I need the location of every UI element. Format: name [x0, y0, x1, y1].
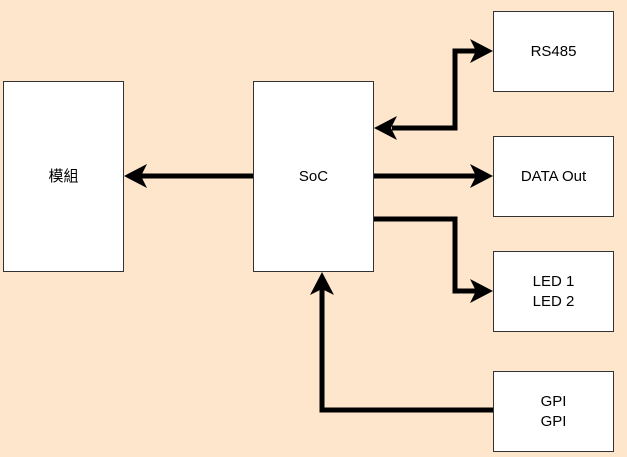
- gpi-label-1: GPI: [540, 392, 567, 410]
- data-out-label: DATA Out: [520, 167, 587, 185]
- gpi-block: GPI GPI: [493, 371, 614, 452]
- rs485-block: RS485: [493, 11, 614, 92]
- gpi-label-2: GPI: [540, 412, 567, 430]
- led-label-2: LED 2: [532, 292, 575, 310]
- soc-label: SoC: [298, 167, 329, 185]
- rs485-label: RS485: [530, 42, 577, 60]
- soc-block: SoC: [253, 81, 374, 272]
- led-label-1: LED 1: [532, 272, 575, 290]
- connector-soc-to-data-out: [374, 164, 493, 188]
- module-block: 模組: [3, 81, 124, 272]
- connector-soc-to-module: [124, 164, 253, 188]
- data-out-block: DATA Out: [493, 136, 614, 217]
- connector-soc-to-led: [374, 216, 493, 303]
- module-label: 模組: [48, 167, 79, 185]
- led-block: LED 1 LED 2: [493, 251, 614, 332]
- connector-soc-rs485: [374, 39, 493, 140]
- connector-gpi-to-soc: [310, 272, 493, 413]
